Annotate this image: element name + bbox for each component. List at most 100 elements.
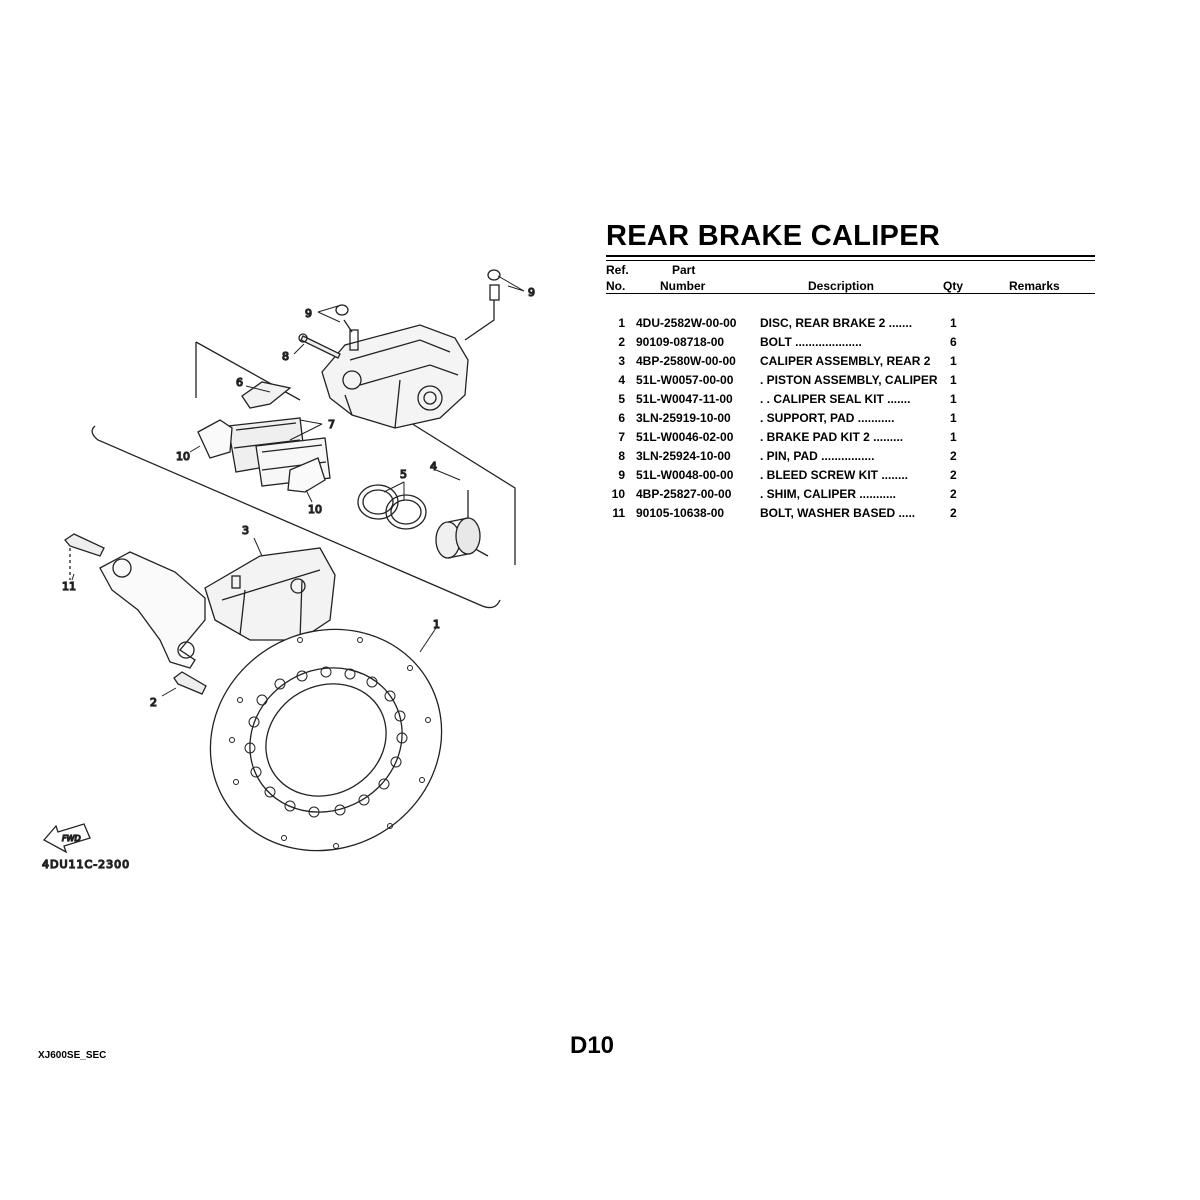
ref-number: 11 — [612, 506, 625, 520]
part-description: . SHIM, CALIPER ........... — [760, 487, 897, 501]
table-row: 3 4BP-2580W-00-00 CALIPER ASSEMBLY, REAR… — [606, 354, 1095, 373]
part-qty: 6 — [950, 335, 957, 349]
bleed-screw-top — [464, 269, 501, 341]
ref-number: 1 — [618, 316, 625, 330]
part-number: 3LN-25919-10-00 — [636, 411, 731, 425]
table-row: 10 4BP-25827-00-00 . SHIM, CALIPER .....… — [606, 487, 1095, 506]
forward-arrow-icon: FWD — [42, 823, 91, 854]
table-row: 5 51L-W0047-11-00 . . CALIPER SEAL KIT .… — [606, 392, 1095, 411]
table-row: 6 3LN-25919-10-00 . SUPPORT, PAD .......… — [606, 411, 1095, 430]
part-number: 3LN-25924-10-00 — [636, 449, 731, 463]
pad-support — [241, 381, 292, 409]
part-number: 51L-W0048-00-00 — [636, 468, 734, 482]
section-divider-line — [91, 425, 501, 609]
part-qty: 1 — [950, 411, 957, 425]
bolt-2 — [173, 671, 207, 695]
page-title: REAR BRAKE CALIPER — [606, 220, 941, 252]
table-row: 4 51L-W0057-00-00 . PISTON ASSEMBLY, CAL… — [606, 373, 1095, 392]
header-ref: Ref. — [606, 263, 629, 277]
header-description: Description — [808, 279, 875, 293]
drawing-code: 4DU11C-2300 — [42, 858, 130, 871]
table-row: 11 90105-10638-00 BOLT, WASHER BASED ...… — [606, 506, 1095, 525]
table-row: 1 4DU-2582W-00-00 DISC, REAR BRAKE 2 ...… — [606, 316, 1095, 335]
part-qty: 2 — [950, 468, 957, 482]
svg-text:FWD: FWD — [62, 834, 81, 843]
shim-right — [287, 457, 326, 493]
title-underline — [606, 255, 1095, 261]
leader-lines — [71, 275, 525, 697]
part-description: . SUPPORT, PAD ........... — [760, 411, 895, 425]
callout-label: 9 — [305, 307, 312, 320]
table-row: 7 51L-W0046-02-00 . BRAKE PAD KIT 2 ....… — [606, 430, 1095, 449]
part-number: 4BP-25827-00-00 — [636, 487, 732, 501]
ref-number: 2 — [618, 335, 625, 349]
callout-label: 3 — [242, 524, 249, 537]
part-description: DISC, REAR BRAKE 2 ....... — [760, 316, 913, 330]
ref-number: 9 — [618, 468, 625, 482]
part-qty: 1 — [950, 392, 957, 406]
bolt-11 — [64, 533, 105, 580]
ref-number: 8 — [618, 449, 625, 463]
callout-label: 9 — [528, 286, 535, 299]
brake-disc — [209, 628, 443, 852]
part-qty: 1 — [950, 430, 957, 444]
callout-label: 1 — [433, 618, 440, 631]
part-description: . . CALIPER SEAL KIT ....... — [760, 392, 911, 406]
part-description: BOLT .................... — [760, 335, 862, 349]
ref-number: 4 — [618, 373, 625, 387]
pad-pin — [298, 333, 341, 359]
footer-model-code: XJ600SE_SEC — [38, 1050, 107, 1061]
bleed-cap — [335, 304, 349, 316]
part-number: 4DU-2582W-00-00 — [636, 316, 737, 330]
part-description: BOLT, WASHER BASED ..... — [760, 506, 916, 520]
part-qty: 2 — [950, 506, 957, 520]
header-rule — [606, 293, 1095, 294]
page-number: D10 — [570, 1032, 615, 1059]
callout-label: 5 — [400, 468, 407, 481]
part-number: 4BP-2580W-00-00 — [636, 354, 736, 368]
header-no: No. — [606, 279, 626, 293]
callout-label: 8 — [282, 350, 289, 363]
header-number: Number — [660, 279, 706, 293]
part-description: . BRAKE PAD KIT 2 ......... — [760, 430, 904, 444]
table-row: 9 51L-W0048-00-00 . BLEED SCREW KIT ....… — [606, 468, 1095, 487]
group-bracket — [195, 341, 516, 565]
table-row: 2 90109-08718-00 BOLT ..................… — [606, 335, 1095, 354]
header-remarks: Remarks — [1009, 279, 1060, 293]
caliper-half-upper — [321, 319, 469, 429]
callout-label: 7 — [328, 418, 335, 431]
caliper-piston — [435, 517, 481, 559]
part-description: . PIN, PAD ................ — [760, 449, 875, 463]
part-number: 51L-W0047-11-00 — [636, 392, 733, 406]
exploded-parts-diagram: 9 9 8 6 7 10 10 5 4 3 11 2 1 FWD 4DU11C-… — [0, 0, 600, 900]
header-qty: Qty — [943, 279, 964, 293]
callout-label: 2 — [150, 696, 157, 709]
shim-left — [197, 419, 233, 459]
callout-label: 10 — [308, 503, 322, 516]
part-qty: 1 — [950, 354, 957, 368]
ref-number: 6 — [618, 411, 625, 425]
part-qty: 2 — [950, 487, 957, 501]
part-number: 51L-W0057-00-00 — [636, 373, 734, 387]
part-qty: 2 — [950, 449, 957, 463]
table-row: 8 3LN-25924-10-00 . PIN, PAD ...........… — [606, 449, 1095, 468]
callout-label: 11 — [62, 580, 76, 593]
part-number: 90109-08718-00 — [636, 335, 725, 349]
ref-number: 3 — [618, 354, 625, 368]
part-description: . BLEED SCREW KIT ........ — [760, 468, 909, 482]
callout-label: 10 — [176, 450, 190, 463]
ref-number: 5 — [618, 392, 625, 406]
part-description: CALIPER ASSEMBLY, REAR 2 — [760, 354, 931, 368]
part-number: 90105-10638-00 — [636, 506, 725, 520]
caliper-assembly-lower — [99, 547, 336, 669]
callout-label: 4 — [430, 460, 437, 473]
ref-number: 7 — [618, 430, 625, 444]
part-description: . PISTON ASSEMBLY, CALIPER — [760, 373, 938, 387]
header-part: Part — [672, 263, 696, 277]
callout-label: 6 — [236, 376, 243, 389]
part-number: 51L-W0046-02-00 — [636, 430, 734, 444]
part-qty: 1 — [950, 316, 957, 330]
parts-list: 1 4DU-2582W-00-00 DISC, REAR BRAKE 2 ...… — [606, 316, 1095, 525]
caliper-seals — [357, 484, 427, 530]
ref-number: 10 — [611, 487, 625, 501]
